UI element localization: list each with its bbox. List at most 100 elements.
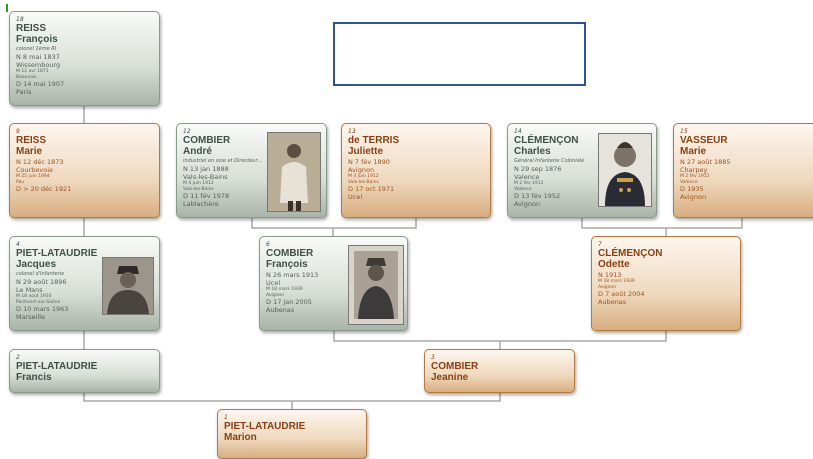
portrait-photo-icon[interactable] — [102, 257, 154, 315]
life-event-line: D > 20 déc 1921 — [16, 185, 72, 193]
surname: REISS — [16, 23, 47, 34]
empty-text-box — [333, 22, 586, 86]
life-event-line: Avignon — [514, 200, 541, 208]
life-event-line: Wissembourg — [16, 61, 61, 69]
sosa-number: 4 — [16, 241, 20, 248]
life-event-line: D 11 fév 1978 — [183, 192, 230, 200]
marriage-event: M 2 fév 1912 — [680, 174, 710, 179]
sosa-number: 14 — [514, 128, 522, 135]
life-event-line: Vals-les-Bains — [183, 173, 228, 181]
given-name: Odette — [598, 259, 630, 270]
occupation: Général Infanterie Coloniale — [514, 158, 585, 164]
sosa-number: 9 — [16, 128, 20, 135]
person-card-reiss-francois[interactable]: 18 REISS François colonel 1ème RI N 8 ma… — [9, 11, 160, 106]
given-name: Charles — [514, 146, 551, 157]
life-event-line: Le Mans — [16, 286, 43, 294]
marriage-event: Pontivert-sur-Saône — [16, 299, 61, 305]
sosa-number: 13 — [348, 128, 356, 135]
given-name: Marie — [680, 146, 707, 157]
life-event-line: N 13 jan 1888 — [183, 165, 229, 173]
life-event-line: N 1913 — [598, 271, 622, 279]
sosa-number: 7 — [598, 241, 602, 248]
person-card-clemencon-charles[interactable]: 14 CLÉMENÇON Charles Général Infanterie … — [507, 123, 657, 218]
life-event-line: N 7 fév 1890 — [348, 158, 390, 166]
sosa-number: 1 — [224, 414, 228, 421]
sosa-number: 15 — [680, 128, 688, 135]
given-name: Jeanine — [431, 372, 469, 383]
portrait-photo-icon[interactable] — [267, 132, 321, 212]
person-card-piet-lataudrie-francis[interactable]: 2 PIET-LATAUDRIE Francis — [9, 349, 160, 393]
given-name: Juliette — [348, 146, 384, 157]
marriage-event: Avignon — [266, 292, 285, 298]
marriage-event: M 18 mars 1939 — [598, 279, 635, 284]
surname: COMBIER — [431, 361, 479, 372]
portrait-photo-icon[interactable] — [348, 245, 404, 325]
life-event-line: Avignon — [680, 193, 707, 201]
life-event-line: D 10 mars 1963 — [16, 305, 69, 313]
surname: de TERRIS — [348, 135, 400, 146]
life-event-line: Ucel — [266, 279, 281, 287]
marriage-event: M 12 avr 1871 — [16, 69, 49, 74]
surname: PIET-LATAUDRIE — [16, 248, 98, 259]
person-card-combier-jeanine[interactable]: 3 COMBIER Jeanine — [424, 349, 575, 393]
life-event-line: N 27 août 1885 — [680, 158, 731, 166]
life-event-line: D 13 fév 1952 — [514, 192, 561, 200]
person-card-piet-lataudrie-marion[interactable]: 1 PIET-LATAUDRIE Marion — [217, 409, 367, 459]
life-event-line: N 8 mai 1837 — [16, 53, 60, 61]
life-event-line: Charpey — [680, 166, 708, 174]
occupation: industriel en soie et Directeur… — [183, 158, 263, 164]
life-event-line: Lablachère — [183, 200, 219, 208]
life-event-line: N 12 déc 1873 — [16, 158, 64, 166]
life-event-line: D 7 août 2004 — [598, 290, 645, 298]
sosa-number: 6 — [266, 241, 270, 248]
marriage-event: Valence — [680, 179, 698, 185]
life-event-line: Paris — [16, 88, 32, 96]
marriage-event: Valence — [514, 186, 532, 192]
surname: COMBIER — [266, 248, 314, 259]
surname: PIET-LATAUDRIE — [224, 421, 306, 432]
corner-marker — [6, 4, 12, 12]
person-card-combier-andre[interactable]: 12 COMBIER André industriel en soie et D… — [176, 123, 327, 218]
life-event-line: Aubenas — [266, 306, 295, 314]
surname: VASSEUR — [680, 135, 728, 146]
life-event-line: D 14 mai 1907 — [16, 80, 65, 88]
surname: REISS — [16, 135, 47, 146]
marriage-event: M 4 juin 1912 — [348, 174, 379, 179]
given-name: André — [183, 146, 212, 157]
life-event-line: Marseille — [16, 313, 46, 321]
person-card-piet-lataudrie-jacques[interactable]: 4 PIET-LATAUDRIE Jacques colonel d'Infan… — [9, 236, 160, 331]
life-event-line: N 29 sep 1876 — [514, 165, 562, 173]
given-name: Francis — [16, 372, 52, 383]
occupation: colonel 1ème RI — [16, 46, 57, 52]
life-event-line: Courbevoie — [16, 166, 54, 174]
surname: COMBIER — [183, 135, 231, 146]
sosa-number: 18 — [16, 16, 24, 23]
marriage-event: Vals-les-Bains — [348, 179, 379, 185]
marriage-event: Vals-les-Bains — [183, 186, 214, 192]
given-name: François — [16, 34, 58, 45]
life-event-line: Valence — [514, 173, 540, 181]
life-event-line: N 29 août 1896 — [16, 278, 67, 286]
portrait-photo-icon[interactable] — [598, 133, 652, 207]
surname: CLÉMENÇON — [598, 248, 663, 259]
sosa-number: 3 — [431, 354, 435, 361]
marriage-event: Pau — [16, 179, 25, 185]
given-name: Jacques — [16, 259, 57, 270]
sosa-number: 2 — [16, 354, 20, 361]
life-event-line: D 17 jan 2005 — [266, 298, 312, 306]
surname: PIET-LATAUDRIE — [16, 361, 98, 372]
